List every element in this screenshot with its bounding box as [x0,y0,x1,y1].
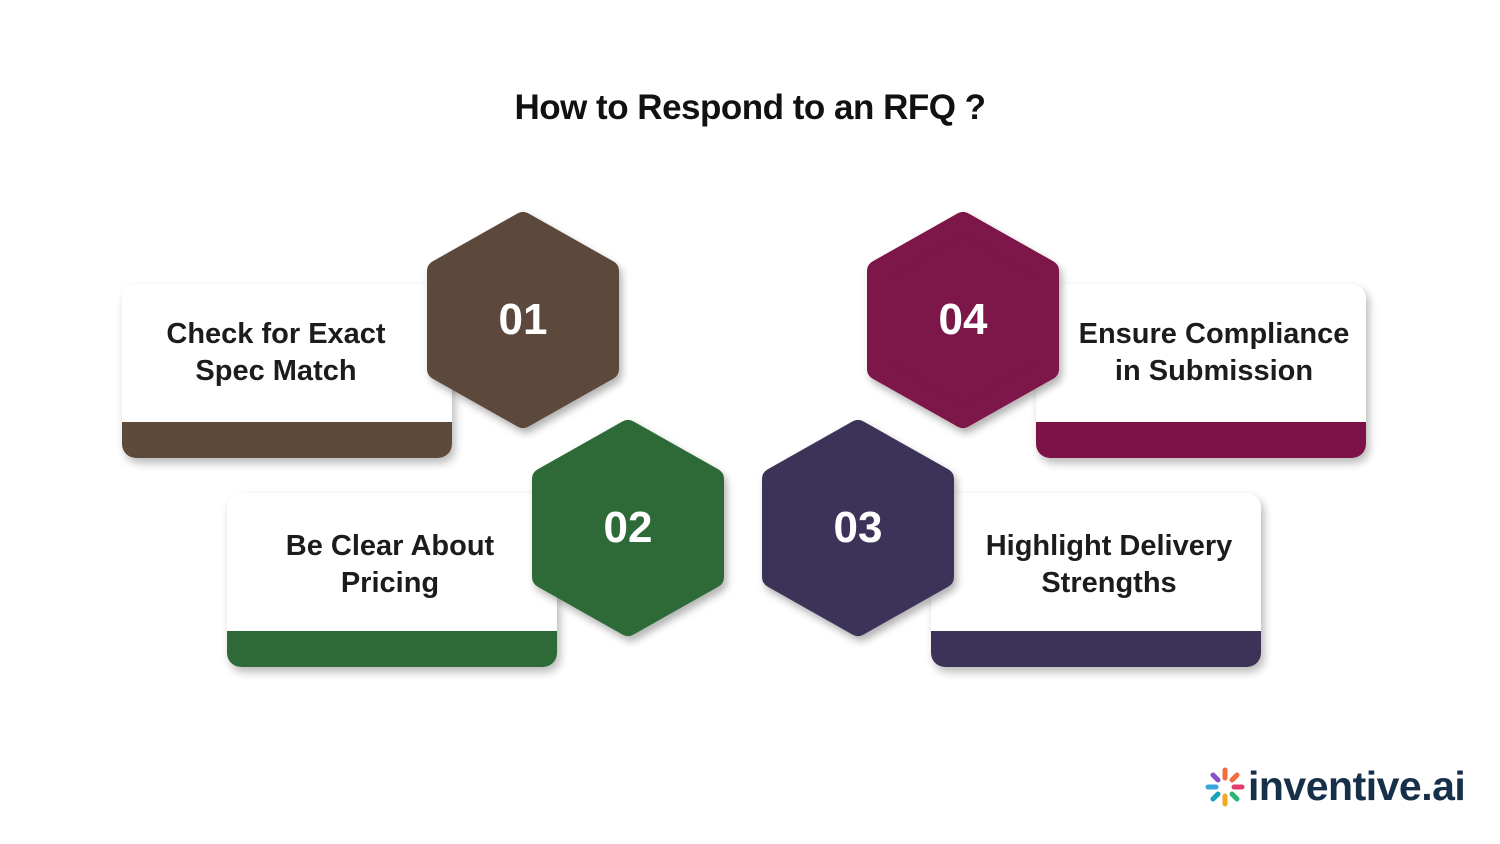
step-01-label: Check for Exact Spec Match [130,316,422,390]
step-03-label: Highlight Delivery Strengths [958,528,1260,602]
step-01-label-line1: Check for Exact [166,318,386,350]
step-03-accent-bar [931,631,1261,667]
hexagon-shape [532,420,724,636]
step-01-card [122,284,452,458]
step-03-label-line1: Highlight Delivery [985,530,1233,562]
step-03-card [931,493,1261,667]
step-02-number: 02 [603,503,653,552]
hexagon-shape [427,212,619,428]
step-01-hexagon: 01 [426,211,620,429]
step-04-label-line2: in Submission [1114,355,1314,387]
step-02-label: Be Clear About Pricing [240,528,540,602]
hexagon-shape [867,212,1059,428]
step-02-hexagon: 02 [531,419,725,637]
step-02-accent-bar [227,631,557,667]
step-04-hexagon: 04 [866,211,1060,429]
step-01-accent-bar [122,422,452,458]
step-04-number: 04 [938,295,988,344]
step-01-label-line2: Spec Match [195,355,357,387]
step-03-number: 03 [833,503,883,552]
step-02-label-line2: Pricing [340,567,440,599]
hexagon-shape [762,420,954,636]
step-02-label-line1: Be Clear About [285,530,495,562]
brand-logo: inventive.ai [1204,764,1484,810]
step-03-label-line2: Strengths [1041,567,1177,599]
step-02-card [227,493,557,667]
brand-name: inventive.ai [1248,763,1466,809]
asterisk-icon [1205,767,1245,807]
step-04-card [1036,284,1366,458]
step-04-label-line1: Ensure Compliance [1078,318,1350,350]
step-01-number: 01 [498,295,548,344]
step-04-label: Ensure Compliance in Submission [1060,316,1368,390]
step-04-accent-bar [1036,422,1366,458]
diagram-title: How to Respond to an RFQ ? [514,88,986,127]
step-03-hexagon: 03 [761,419,955,637]
